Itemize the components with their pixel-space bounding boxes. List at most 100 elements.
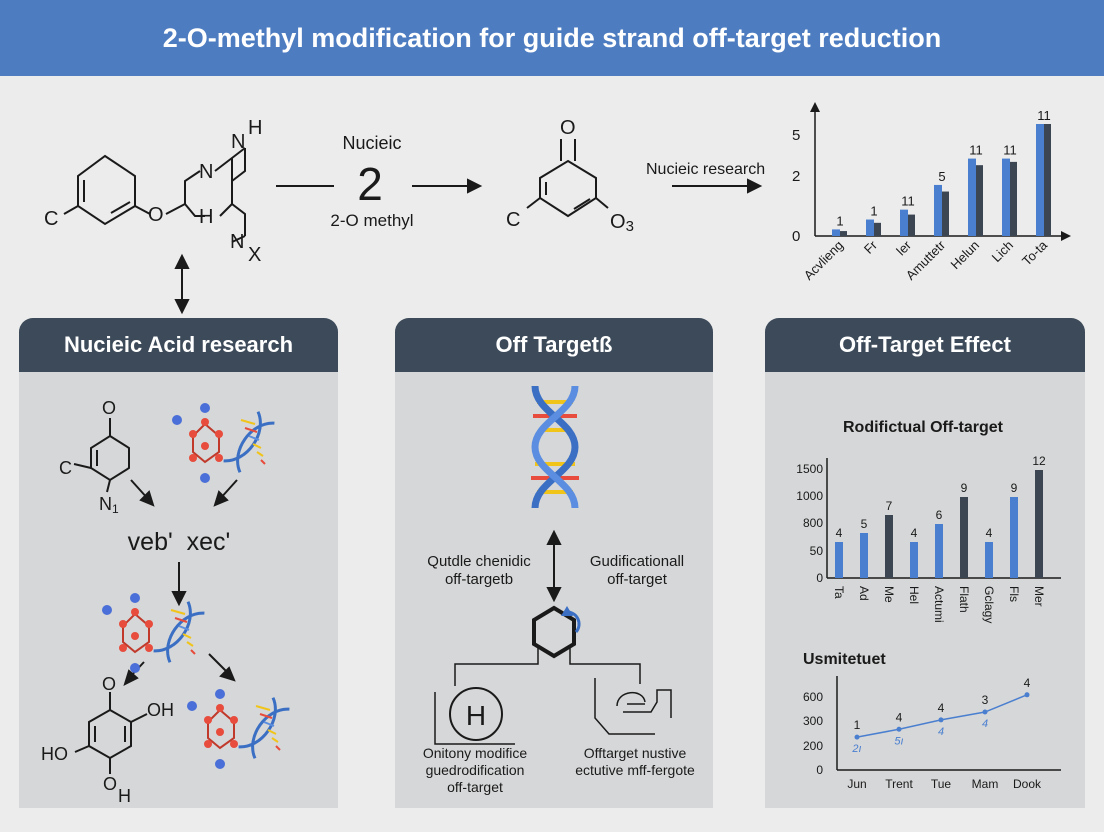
dna-molecule-middle [102, 593, 205, 673]
top-bar-3-a [934, 184, 942, 236]
mol-b-ho: HO [41, 744, 68, 764]
mol2-o: O [560, 117, 576, 139]
atom-red [131, 632, 139, 640]
chart1-bar-6 [985, 542, 993, 578]
dna-strand [223, 411, 275, 473]
panel-off-target-effect: Off-Target Effect Rodifictual Off-target… [765, 318, 1085, 808]
top-x-tick-2: ler [893, 237, 914, 258]
top-bar-label-2: 11 [901, 194, 915, 209]
mol1-n2: N [230, 231, 244, 253]
chart1-bar-8 [1035, 470, 1043, 578]
chart1-x-tick-4: Actumi [932, 586, 946, 623]
hexagon-icon [532, 605, 581, 659]
page-title: 2-O-methyl modification for guide strand… [162, 22, 942, 53]
chart1-bar-1 [860, 533, 868, 578]
middle-bottom-label: 2-O methyl [330, 211, 413, 230]
atom-red [131, 608, 139, 616]
chart1-x-tick-0: Ta [832, 586, 846, 599]
chart1-x-tick-1: Ad [857, 586, 871, 601]
dna-base-pair [244, 427, 258, 433]
dna-strand [153, 601, 205, 663]
top-bar-0-a [832, 229, 840, 236]
chart1-tick-4: 0 [816, 571, 823, 585]
atom-red [230, 740, 238, 748]
panel-off-target: Off Targetß Qutdle chenidic off-targetb … [395, 318, 713, 808]
mol-b-oh: OH [147, 700, 174, 720]
middle-top-label: Nucieic [342, 133, 401, 153]
top-bar-1-a [866, 219, 874, 236]
dna-base-pair [170, 609, 186, 615]
y-axis-arrow [810, 102, 820, 112]
chart1-bar-label-3: 4 [911, 526, 918, 540]
top-bar-0-b [840, 231, 847, 236]
bottom-left-3: off-target [447, 779, 503, 795]
dna-base-pair [178, 625, 190, 631]
chart1-bar-label-2: 7 [886, 499, 893, 513]
top-bar-label-3: 5 [938, 169, 945, 184]
chart2-point-sublabel-3: 4 [982, 718, 988, 730]
atom-red [216, 728, 224, 736]
double-arrow-vertical [174, 253, 190, 315]
atom-red [215, 430, 223, 438]
dna-base-pair [252, 443, 262, 449]
molecule-b [74, 692, 148, 774]
chart1-x-tick-8: Mer [1032, 586, 1046, 607]
chart1-bar-label-6: 4 [986, 526, 993, 540]
top-bar-4-a [968, 158, 976, 236]
structure-bracket-left [434, 692, 515, 745]
mol-a-n: N1 [99, 494, 119, 516]
atom-blue [130, 593, 140, 603]
top-x-tick-0: Acvlieng [801, 238, 846, 283]
double-arrow-vertical [546, 529, 562, 603]
top-bar-label-1: 1 [870, 204, 877, 219]
dna-base-pair [186, 641, 194, 647]
hydrogen-circle-icon [449, 687, 503, 741]
arrow-label: Nucieic research [646, 161, 765, 178]
chart1-bar-label-0: 4 [836, 526, 843, 540]
panel-title: Off-Target Effect [765, 318, 1085, 372]
down-arrow-icon [123, 479, 238, 686]
top-bar-6-a [1036, 124, 1044, 236]
left-label-1: Qutdle chenidic [427, 553, 531, 570]
x-axis-arrow [1061, 231, 1071, 241]
panel-title: Off Targetß [395, 318, 713, 372]
mol1-o: O [148, 204, 164, 226]
chart2-point-2 [938, 717, 944, 723]
top-bar-3-b [942, 191, 949, 236]
panel-nucleic-acid-research: Nucieic Acid research O C N1 veb' xec' [19, 318, 338, 808]
top-bar-5-a [1002, 158, 1010, 236]
chart2-tick-3: 0 [816, 763, 823, 777]
chart1-bar-4 [935, 524, 943, 578]
bottom-left-1: Onitony modifice [423, 745, 527, 761]
chart1-bar-label-7: 9 [1011, 481, 1018, 495]
bar-chart-off-target: 1500 1000 800 50 0 4Ta5Ad7Me4Hel6Actumi9… [796, 454, 1061, 623]
chart2-point-sublabel-1: 5ı [894, 735, 903, 747]
right-panel-charts: Rodifictual Off-target 1500 1000 800 50 … [796, 419, 1061, 791]
top-x-tick-4: Helun [947, 238, 982, 273]
chart1-tick-0: 1500 [796, 462, 823, 476]
dna-base-pair [174, 617, 188, 623]
dna-base-pair [248, 435, 260, 441]
dna-base-pair [256, 451, 264, 457]
chart1-bar-label-4: 6 [936, 508, 943, 522]
atom-red [145, 644, 153, 652]
mol1-n-top: N [231, 131, 245, 153]
top-bar-label-4: 11 [969, 143, 983, 158]
molecule-left [63, 147, 246, 243]
chart2-tick-2: 200 [803, 739, 823, 753]
mid-text: veb' xec' [128, 528, 231, 556]
dna-molecule-bottom [187, 689, 290, 769]
panel-title: Nucieic Acid research [19, 318, 338, 372]
y-tick-1: 2 [792, 168, 800, 185]
top-bar-chart: 5 2 0 1Acvlieng1Fr11ler5Amuttetr11Helun1… [792, 102, 1071, 283]
atom-blue [172, 415, 182, 425]
structure-icon-right [594, 678, 672, 735]
top-bar-5-b [1010, 161, 1017, 236]
atom-blue [102, 605, 112, 615]
mol1-x: X [248, 244, 261, 266]
right-label-2: off-target [607, 571, 668, 588]
mol1-c: C [44, 208, 58, 230]
atom-red [201, 442, 209, 450]
chart2-point-4 [1024, 692, 1030, 698]
chart2-tick-1: 300 [803, 714, 823, 728]
